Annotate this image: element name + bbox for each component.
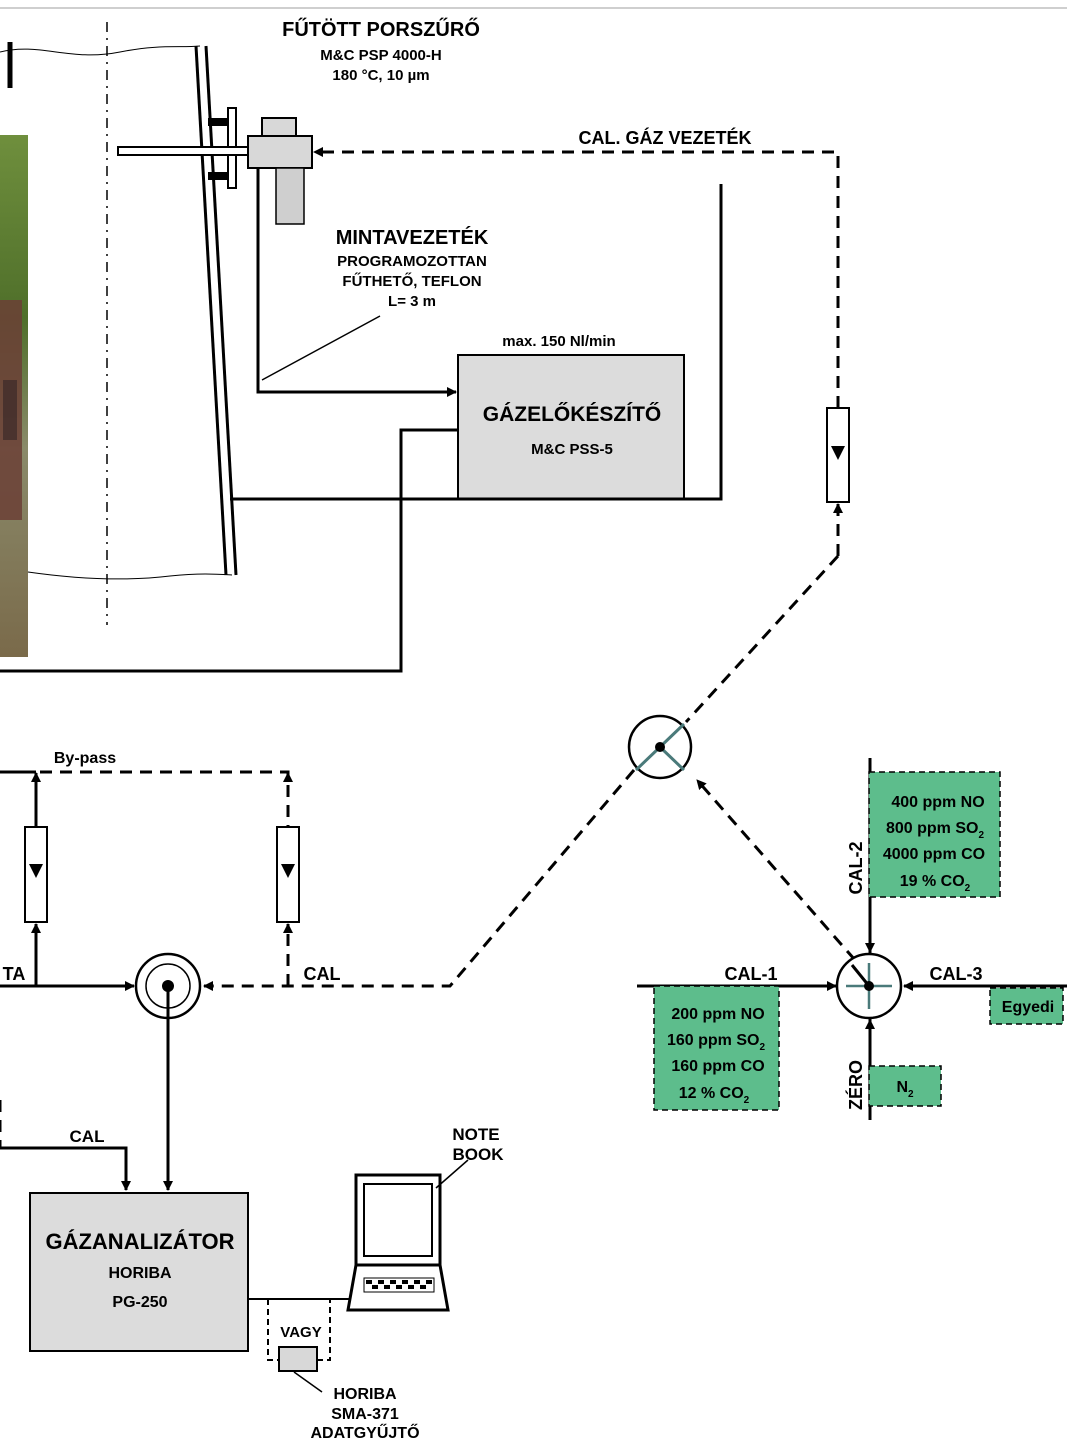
cal2-label: CAL-2 — [846, 842, 866, 895]
cal3-box-text: Egyedi — [1002, 999, 1054, 1016]
bypass-label: By-pass — [54, 750, 116, 767]
flowmeter-middle — [277, 827, 299, 922]
datalogger-text-1: HORIBA — [333, 1386, 397, 1403]
ta-label: TA — [3, 964, 26, 984]
filter-spec: 180 °C, 10 µm — [332, 67, 429, 84]
zero-gas: N — [896, 1079, 908, 1096]
datalogger-pointer — [294, 1372, 322, 1392]
datalogger-icon — [279, 1347, 317, 1371]
sample-line-text-2: FŰTHETŐ, TEFLON — [342, 272, 481, 290]
analyzer-brand: HORIBA — [108, 1265, 172, 1282]
conditioner-title: GÁZELŐKÉSZÍTŐ — [483, 403, 662, 426]
analyzer-title: GÁZANALIZÁTOR — [45, 1229, 234, 1254]
probe-flange — [118, 108, 248, 188]
filter-model: M&C PSP 4000-H — [320, 47, 441, 64]
cal1-co2: 12 % CO — [679, 1085, 744, 1102]
cal2-no: 400 ppm NO — [891, 794, 984, 811]
vagy-label: VAGY — [280, 1324, 321, 1341]
cal-selector-valve-icon — [837, 954, 901, 1018]
sample-line-title: MINTAVEZETÉK — [336, 226, 489, 249]
notebook-text-1: NOTE — [452, 1125, 499, 1144]
flow-max-label: max. 150 Nl/min — [502, 333, 615, 350]
zero-gas-sub: 2 — [908, 1089, 914, 1100]
cal2-gas-box: 400 ppm NO 800 ppm SO2 4000 ppm CO 19 % … — [869, 772, 1000, 897]
gas-conditioner-box — [458, 355, 684, 499]
cal-line-label: CAL. GÁZ VEZETÉK — [578, 127, 751, 148]
cal1-so2: 160 ppm SO — [667, 1032, 759, 1049]
stack — [0, 22, 236, 625]
cal1-co: 160 ppm CO — [671, 1058, 764, 1075]
cal1-so2-sub: 2 — [759, 1042, 765, 1053]
sample-line-text-1: PROGRAMOZOTTAN — [337, 253, 487, 270]
notebook-text-2: BOOK — [453, 1145, 505, 1164]
cal1-co2-sub: 2 — [744, 1095, 750, 1106]
cal-label: CAL — [304, 964, 341, 984]
upper-valve-icon — [629, 716, 691, 778]
notebook-icon — [348, 1175, 448, 1310]
cal-to-analyzer-line — [0, 1148, 126, 1190]
analyzer-model: PG-250 — [112, 1294, 167, 1311]
datalogger-text-3: ADATGYŰJTŐ — [310, 1423, 419, 1440]
filter-title: FŰTÖTT PORSZŰRŐ — [282, 18, 480, 41]
cal3-label: CAL-3 — [930, 964, 983, 984]
flowmeter-right — [827, 408, 849, 502]
cal3-gas-box: Egyedi — [990, 988, 1063, 1024]
datalogger-text-2: SMA-371 — [331, 1406, 399, 1423]
cal2-co2: 19 % CO — [900, 873, 965, 890]
sample-line-text-3: L= 3 m — [388, 293, 436, 310]
flowmeter-left — [25, 827, 47, 922]
background-photo — [0, 135, 28, 657]
cal1-gas-box: 200 ppm NO 160 ppm SO2 160 ppm CO 12 % C… — [654, 986, 779, 1110]
conditioner-model: M&C PSS-5 — [531, 441, 613, 458]
cal1-label: CAL-1 — [725, 964, 778, 984]
cal2-so2-sub: 2 — [978, 830, 984, 841]
cal1-no: 200 ppm NO — [671, 1006, 764, 1023]
zero-gas-box: N2 — [869, 1066, 941, 1106]
zero-label: ZÉRO — [845, 1060, 866, 1110]
cal-lower-label: CAL — [70, 1127, 105, 1146]
cal2-co2-sub: 2 — [965, 883, 971, 894]
cal2-co: 4000 ppm CO — [883, 846, 985, 863]
cal2-so2: 800 ppm SO — [886, 820, 978, 837]
